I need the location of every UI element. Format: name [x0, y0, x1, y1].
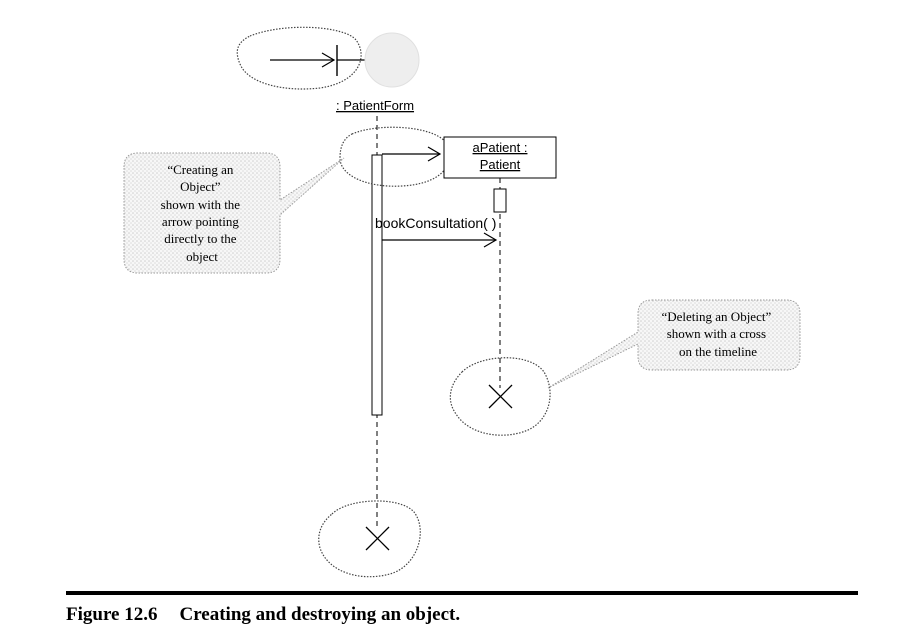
deleting-note-line3: on the timeline: [679, 344, 757, 359]
a-patient-label-line2: Patient: [480, 157, 521, 172]
a-patient-object-box: [443, 136, 557, 179]
deleting-note-line2: shown with a cross: [667, 326, 766, 341]
figure-number: Figure 12.6: [66, 604, 158, 625]
creating-object-note: “Creating an Object” shown with the arro…: [123, 152, 345, 274]
deleting-note-line1: “Deleting an Object”: [662, 309, 772, 324]
patient-form-destroy-cross: [365, 526, 390, 551]
caption-rule: [66, 591, 858, 595]
figure-caption: Figure 12.6 Creating and destroying an ob…: [66, 604, 460, 626]
patient-form-label: : PatientForm: [336, 98, 414, 113]
creating-note-line2: Object”: [180, 179, 221, 194]
svg-text:“Deleting an Object” sho: “Deleting an Object” shown with a cross …: [662, 309, 775, 359]
creating-note-line5: directly to the: [164, 231, 236, 246]
deletion-highlight-ellipse: [449, 357, 551, 436]
a-patient-activation-bar: [493, 188, 507, 213]
creating-note-line6: object: [186, 249, 218, 264]
creating-note-line4: arrow pointing: [162, 214, 239, 229]
creation-highlight-ellipse: [339, 126, 451, 187]
a-patient-destroy-cross: [488, 384, 513, 409]
figure-title: Creating and destroying an object.: [179, 604, 461, 625]
boundary-highlight-ellipse: [236, 26, 362, 90]
deleting-object-note: “Deleting an Object” shown with a cross …: [547, 299, 801, 389]
boundary-object-icon: [236, 26, 420, 90]
patient-form-activation-bar: [371, 154, 383, 416]
a-patient-label-line1: aPatient :: [473, 140, 528, 155]
creating-note-line3: shown with the: [161, 197, 241, 212]
creating-note-line1: “Creating an: [167, 162, 234, 177]
svg-text:“Creating an Object”: “Creating an Object” shown with the arro…: [161, 162, 244, 264]
book-consultation-label: bookConsultation( ): [375, 215, 496, 231]
boundary-circle: [364, 32, 420, 88]
bottom-highlight-ellipse: [318, 500, 421, 578]
